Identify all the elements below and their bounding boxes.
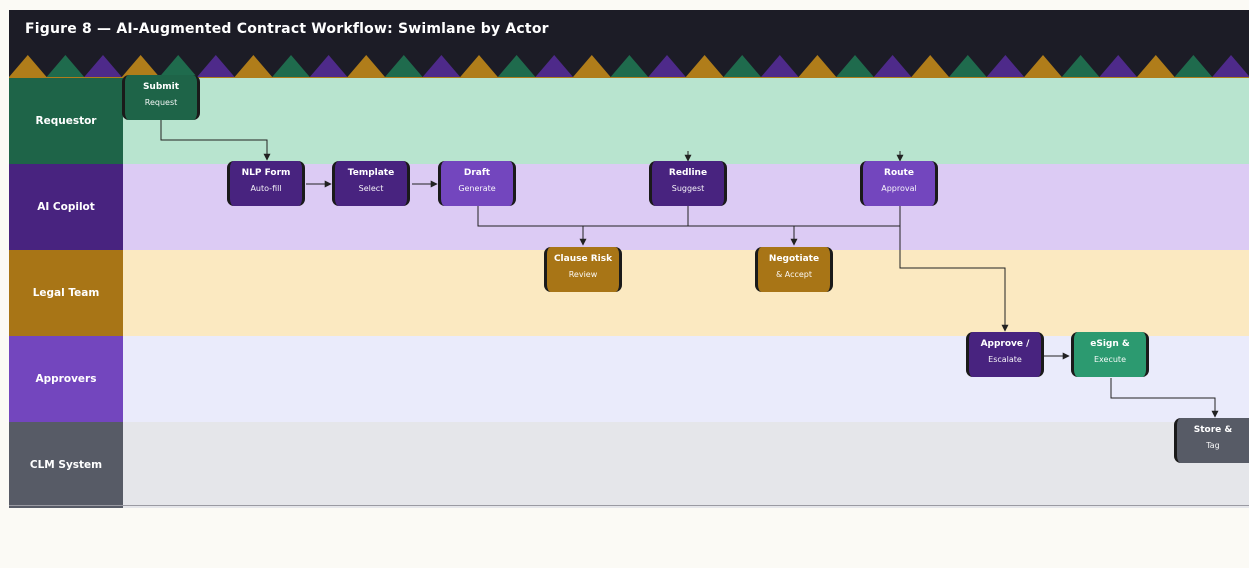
zigzag-triangle — [535, 55, 573, 77]
node-title: Redline — [668, 168, 708, 178]
zigzag-triangle — [497, 55, 536, 77]
zigzag-triangle — [1024, 55, 1062, 77]
zigzag-triangle — [385, 55, 423, 77]
lane-header-requestor: Requestor — [9, 78, 123, 164]
zigzag-triangle — [1212, 55, 1249, 77]
node-title: Store & — [1193, 425, 1233, 435]
node-subtitle: Tag — [1206, 441, 1220, 450]
node-title: Approve / — [980, 339, 1030, 349]
connector-route-to-approve — [899, 160, 1009, 332]
node-subtitle: Generate — [458, 184, 496, 193]
lane-body-legal-team — [123, 250, 1249, 336]
node-subtitle: Select — [358, 184, 384, 193]
diagram-title: Figure 8 — AI-Augmented Contract Workflo… — [25, 21, 549, 37]
lane-body-approvers — [123, 336, 1249, 422]
node-title: eSign & — [1090, 339, 1130, 349]
node-title: Negotiate — [768, 254, 820, 264]
lane-header-clm-system: CLM System — [9, 422, 123, 508]
title-bar: Figure 8 — AI-Augmented Contract Workflo… — [9, 10, 1249, 53]
zigzag-triangle — [1099, 55, 1137, 77]
zigzag-triangle — [1174, 55, 1213, 77]
zigzag-triangle — [1137, 55, 1175, 77]
zigzag-triangle — [761, 55, 799, 77]
zigzag-triangle — [723, 55, 761, 77]
zigzag-triangle — [986, 55, 1025, 77]
lane-body-requestor — [123, 78, 1249, 164]
node-negotiate-accept[interactable]: Negotiate & Accept — [755, 247, 833, 292]
lane-header-ai-copilot: AI Copilot — [9, 164, 123, 250]
zigzag-triangle — [798, 55, 837, 77]
node-subtitle: Suggest — [671, 184, 705, 193]
zigzag-triangle — [648, 55, 686, 77]
node-clause-risk-review[interactable]: Clause Risk Review — [544, 247, 622, 292]
connector-submit-to-nlp-form — [160, 120, 271, 161]
node-subtitle: Auto-fill — [250, 184, 282, 193]
zigzag-triangle — [1061, 55, 1100, 77]
zigzag-border — [9, 53, 1249, 78]
zigzag-triangle — [949, 55, 987, 77]
zigzag-triangle — [309, 55, 348, 77]
node-esign-execute[interactable]: eSign & Execute — [1071, 332, 1149, 377]
zigzag-triangle — [197, 55, 235, 77]
node-draft-generate[interactable]: Draft Generate — [438, 161, 516, 206]
zigzag-triangle — [121, 55, 160, 77]
zigzag-triangle — [422, 55, 461, 77]
node-subtitle: Execute — [1094, 355, 1126, 364]
zigzag-triangle — [873, 55, 912, 77]
zigzag-triangle — [234, 55, 273, 77]
node-template-select[interactable]: Template Select — [332, 161, 410, 206]
lane-header-legal-team: Legal Team — [9, 250, 123, 336]
zigzag-triangle — [836, 55, 874, 77]
node-title: Route — [884, 168, 914, 178]
connector-draft-to-merge — [477, 206, 900, 227]
zigzag-triangle — [84, 55, 122, 77]
zigzag-triangle — [460, 55, 498, 77]
zigzag-triangle — [911, 55, 949, 77]
node-title: NLP Form — [241, 168, 291, 178]
node-subtitle: Escalate — [988, 355, 1022, 364]
node-subtitle: Review — [568, 270, 598, 279]
node-route-approval[interactable]: Route Approval — [860, 161, 938, 206]
node-title: Clause Risk — [553, 254, 613, 264]
node-title: Draft — [463, 168, 491, 178]
node-submit-request[interactable]: Submit Request — [122, 75, 200, 120]
zigzag-triangle — [159, 55, 197, 77]
node-subtitle: Approval — [881, 184, 917, 193]
zigzag-triangle — [9, 55, 47, 77]
node-nlp-form[interactable]: NLP Form Auto-fill — [227, 161, 305, 206]
zigzag-triangle — [46, 55, 85, 77]
zigzag-triangle — [347, 55, 385, 77]
node-store-tag[interactable]: Store & Tag — [1174, 418, 1249, 463]
zigzag-triangle — [685, 55, 724, 77]
node-title: Template — [347, 168, 395, 178]
lane-header-approvers: Approvers — [9, 336, 123, 422]
zigzag-triangle — [272, 55, 310, 77]
node-redline-suggest[interactable]: Redline Suggest — [649, 161, 727, 206]
zigzag-triangle — [610, 55, 649, 77]
lane-body-clm-system — [123, 422, 1249, 508]
node-approve-escalate[interactable]: Approve / Escalate — [966, 332, 1044, 377]
node-subtitle: & Accept — [775, 270, 813, 279]
bottom-rule — [9, 505, 1249, 506]
node-title: Submit — [142, 82, 180, 92]
zigzag-triangle — [573, 55, 611, 77]
swimlane-diagram: Figure 8 — AI-Augmented Contract Workflo… — [9, 10, 1249, 508]
node-subtitle: Request — [144, 98, 178, 107]
connector-esign-to-store — [1110, 378, 1219, 418]
